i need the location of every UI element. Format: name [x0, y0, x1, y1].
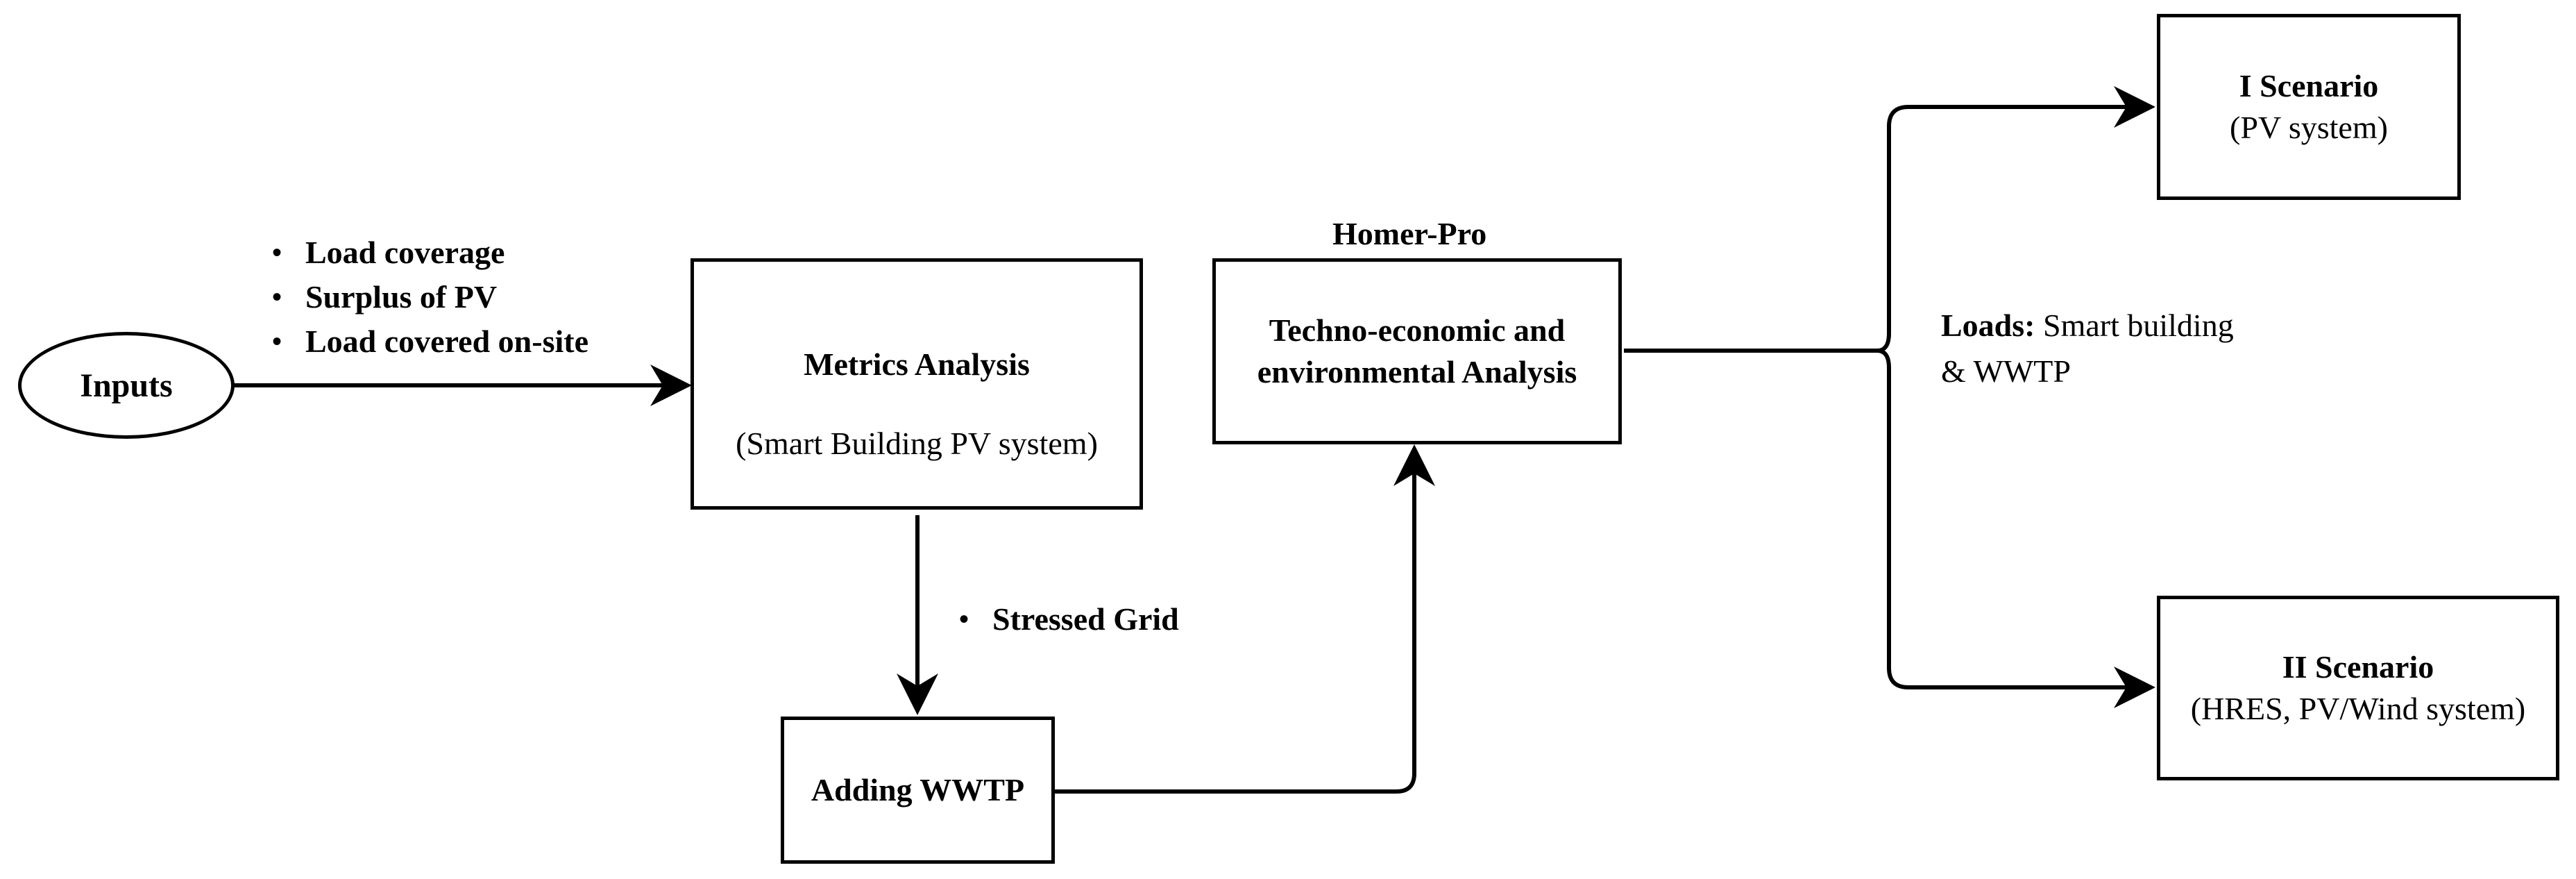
scenario-1-title: I Scenario: [2239, 68, 2379, 104]
adding-wwtp-box: Adding WWTP: [781, 717, 1055, 864]
techno-economic-line2: environmental Analysis: [1257, 354, 1577, 390]
scenario-2-box: II Scenario (HRES, PV/Wind system): [2157, 596, 2559, 780]
bullet-item: • Surplus of PV: [266, 275, 588, 319]
techno-economic-line1: Techno-economic and: [1269, 312, 1566, 349]
scenario-1-box: I Scenario (PV system): [2157, 14, 2461, 200]
bullet-dot: •: [958, 603, 969, 635]
loads-prefix: Loads:: [1941, 308, 2035, 343]
bullet-dot: •: [271, 326, 282, 357]
bullet-text: Load covered on-site: [305, 324, 589, 359]
inputs-label: Inputs: [80, 367, 173, 404]
adding-wwtp-label: Adding WWTP: [811, 772, 1025, 808]
bullet-dot: •: [271, 281, 282, 312]
loads-note: Loads: Smart building & WWTP: [1941, 303, 2234, 394]
metrics-analysis-box: Metrics Analysis (Smart Building PV syst…: [690, 258, 1143, 510]
metrics-analysis-subtitle: (Smart Building PV system): [736, 425, 1098, 461]
loads-text-line1: Smart building: [2035, 308, 2234, 343]
scenario-2-subtitle: (HRES, PV/Wind system): [2190, 691, 2526, 726]
metrics-analysis-title: Metrics Analysis: [804, 346, 1030, 382]
scenario-1-subtitle: (PV system): [2230, 110, 2388, 145]
inputs-ellipse: Inputs: [18, 332, 235, 439]
bullet-text: Surplus of PV: [305, 279, 498, 315]
bullet-item: • Load coverage: [266, 231, 588, 275]
homer-pro-label: Homer-Pro: [1332, 216, 1487, 251]
arrow-to-scenario-2: [1876, 349, 2155, 708]
bullet-dot: •: [271, 237, 282, 268]
input-bullets: • Load coverage • Surplus of PV • Load c…: [266, 231, 588, 364]
stressed-grid-note: • Stressed Grid: [954, 597, 1179, 642]
techno-economic-box: Techno-economic and environmental Analys…: [1212, 258, 1622, 444]
bullet-item: • Stressed Grid: [954, 597, 1179, 642]
arrow-to-scenario-1: [1876, 86, 2155, 353]
bullet-item: • Load covered on-site: [266, 319, 588, 364]
scenario-2-title: II Scenario: [2282, 649, 2434, 685]
bullet-text: Load coverage: [305, 235, 505, 270]
stressed-grid-label: Stressed Grid: [992, 601, 1179, 637]
loads-text-line2: & WWTP: [1941, 353, 2071, 389]
arrow-wwtp-to-techno: [1055, 444, 1435, 794]
